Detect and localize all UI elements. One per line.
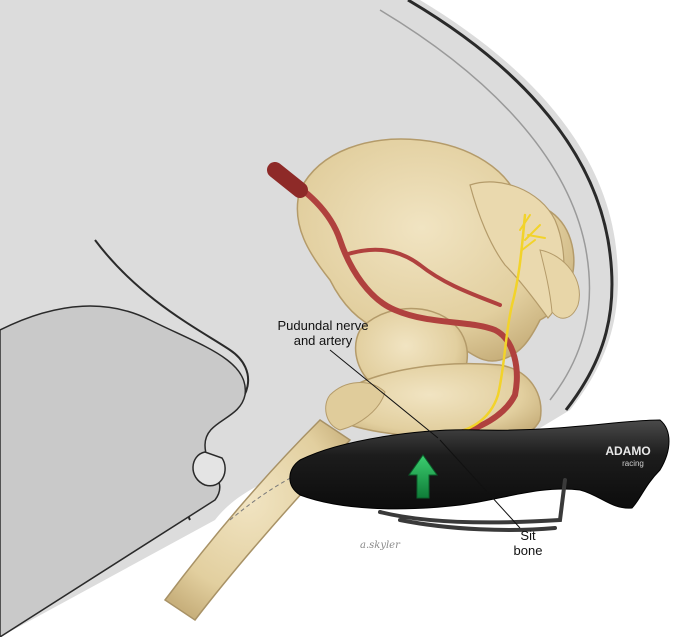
sacrum	[469, 181, 565, 319]
nerve-plexus	[519, 214, 546, 251]
femoral-neck	[325, 382, 386, 431]
back-outline-inner	[379, 9, 591, 401]
artery-branch	[343, 247, 502, 307]
pudendal-nerve	[438, 213, 527, 438]
sit-bone-leader-line	[439, 439, 521, 529]
genital-outline	[192, 451, 226, 487]
arrow-up-icon	[408, 454, 438, 499]
pudendal-label: Pudundal nerve and artery	[258, 318, 388, 348]
artery-trunk	[267, 162, 308, 198]
sit-bone-label-line1: Sit	[520, 528, 536, 543]
pudendal-leader-line	[329, 349, 439, 439]
pudendal-artery	[279, 172, 520, 438]
back-outline	[407, 0, 614, 411]
artist-signature: a.skyler	[360, 540, 401, 551]
sit-bone-label: Sit bone	[498, 528, 558, 558]
pudendal-label-line2: and artery	[293, 333, 353, 348]
saddle-rail	[378, 478, 567, 532]
coccyx	[539, 249, 580, 319]
saddle-body	[289, 419, 670, 510]
saddle-brand: ADAMO	[605, 444, 650, 458]
saddle-brand-sub: racing	[622, 459, 644, 468]
sit-bone-label-line2: bone	[513, 543, 543, 558]
pudendal-label-line1: Pudundal nerve	[277, 318, 369, 333]
